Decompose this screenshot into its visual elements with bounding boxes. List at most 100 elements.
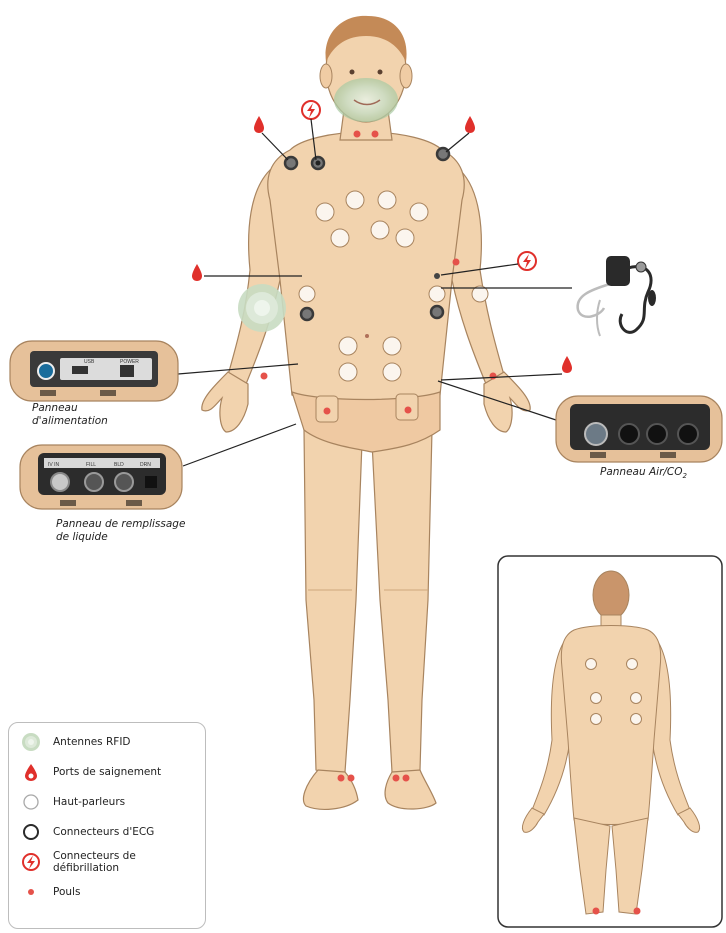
speaker: [631, 693, 642, 704]
bleeding-port-icon: [254, 116, 264, 133]
speaker-icon: [21, 792, 41, 812]
bleeding-port-icon: [192, 264, 202, 281]
pulse-point: [490, 373, 497, 380]
fluid-panel-foot: [60, 500, 76, 506]
pulse-point: [324, 408, 331, 415]
ecg-connector: [431, 306, 443, 318]
legend-label: Pouls: [53, 886, 80, 898]
speaker: [410, 203, 428, 221]
defib-connector: [316, 161, 321, 166]
pulse-point: [393, 775, 400, 782]
cuff-bulb: [648, 290, 656, 306]
bleeding-port-icon: [465, 116, 475, 133]
air-connector: [585, 423, 607, 445]
speaker: [299, 286, 315, 302]
leader-line: [183, 424, 296, 466]
usb-port: [72, 366, 88, 374]
ecg-connector-icon: [21, 822, 41, 842]
legend-label: Ports de saignement: [53, 766, 161, 778]
front-right-foot: [385, 770, 436, 809]
co2-connector: [678, 424, 698, 444]
pulse-point: [634, 908, 641, 915]
navel: [365, 334, 369, 338]
iv-in-label: IV IN: [48, 462, 60, 468]
legend-label: Antennes RFID: [53, 736, 131, 748]
speaker: [378, 191, 396, 209]
legend-row-ecg: Connecteurs d'ECG: [21, 821, 154, 843]
front-left-eye: [350, 70, 355, 75]
air-co2-panel-illustration: [556, 396, 722, 462]
fluid-panel-caption-line: Panneau de remplissage de liquide: [56, 518, 185, 544]
speaker: [586, 659, 597, 670]
rfid-antenna-mouth: [334, 78, 398, 122]
speaker: [339, 337, 357, 355]
bld-port: [115, 473, 133, 491]
co2-connector: [647, 424, 667, 444]
power-panel-caption: Panneau d'alimentation: [32, 402, 108, 428]
drn-port: [145, 476, 157, 488]
blood-pressure-cuff: [578, 256, 656, 336]
pulse-point: [453, 259, 460, 266]
front-torso: [268, 132, 464, 400]
speaker: [396, 229, 414, 247]
front-right-leg: [372, 430, 432, 776]
rfid-antenna-icon: [21, 732, 41, 752]
speaker: [591, 714, 602, 725]
ecg-connector: [301, 308, 313, 320]
co2-connector: [619, 424, 639, 444]
legend-row-defibrillation: Connecteurs de défibrillation: [21, 851, 205, 873]
legend-row-rfid: Antennes RFID: [21, 731, 131, 753]
power-label: POWER: [120, 359, 139, 365]
power-panel-foot: [40, 390, 56, 396]
legend-row-speakers: Haut-parleurs: [21, 791, 125, 813]
fill-port: [85, 473, 103, 491]
power-panel-illustration: USB POWER: [10, 341, 178, 401]
air-co2-panel-foot: [660, 452, 676, 458]
legend-label: Haut-parleurs: [53, 796, 125, 808]
speaker: [371, 221, 389, 239]
speaker: [591, 693, 602, 704]
pulse-point: [261, 373, 268, 380]
cuff-gauge: [636, 262, 646, 272]
cuff-body: [606, 256, 630, 286]
front-left-ear: [320, 64, 332, 88]
front-right-ear: [400, 64, 412, 88]
fluid-panel-caption: Panneau de remplissage de liquide: [56, 518, 185, 544]
drn-label: DRN: [140, 462, 151, 468]
speaker: [331, 229, 349, 247]
pulse-icon: [21, 882, 41, 902]
pulse-point: [338, 775, 345, 782]
legend-row-bleeding: Ports de saignement: [21, 761, 161, 783]
rfid-antenna-arm-inner: [254, 300, 270, 316]
speaker: [627, 659, 638, 670]
back-manikin: [498, 556, 722, 927]
bleeding-port-icon: [562, 356, 572, 373]
speaker: [631, 714, 642, 725]
front-right-hand: [484, 372, 530, 432]
pulse-point: [403, 775, 410, 782]
air-co2-caption-text: Panneau Air/CO: [600, 466, 683, 478]
ecg-connector: [437, 148, 449, 160]
fluid-panel-foot: [126, 500, 142, 506]
usb-label: USB: [84, 359, 95, 365]
bld-label: BLD: [114, 462, 124, 468]
pulse-point: [348, 775, 355, 782]
front-left-hand: [202, 372, 248, 432]
defibrillation-connector-icon: [21, 852, 41, 872]
defibrillation-icon-side: [518, 252, 536, 270]
legend-row-pulse: Pouls: [21, 881, 80, 903]
power-socket: [120, 365, 134, 377]
speaker: [383, 363, 401, 381]
speaker: [346, 191, 364, 209]
back-head: [593, 571, 629, 619]
pulse-point: [372, 131, 379, 138]
cuff-tube: [578, 284, 610, 317]
power-panel-foot: [100, 390, 116, 396]
fluid-panel-illustration: IV IN FILL BLD DRN: [20, 445, 182, 509]
cuff-tube-2: [597, 300, 600, 336]
fill-label: FILL: [86, 462, 96, 468]
pulse-point: [405, 407, 412, 414]
legend-label: Connecteurs d'ECG: [53, 826, 154, 838]
speaker: [339, 363, 357, 381]
speaker: [383, 337, 401, 355]
